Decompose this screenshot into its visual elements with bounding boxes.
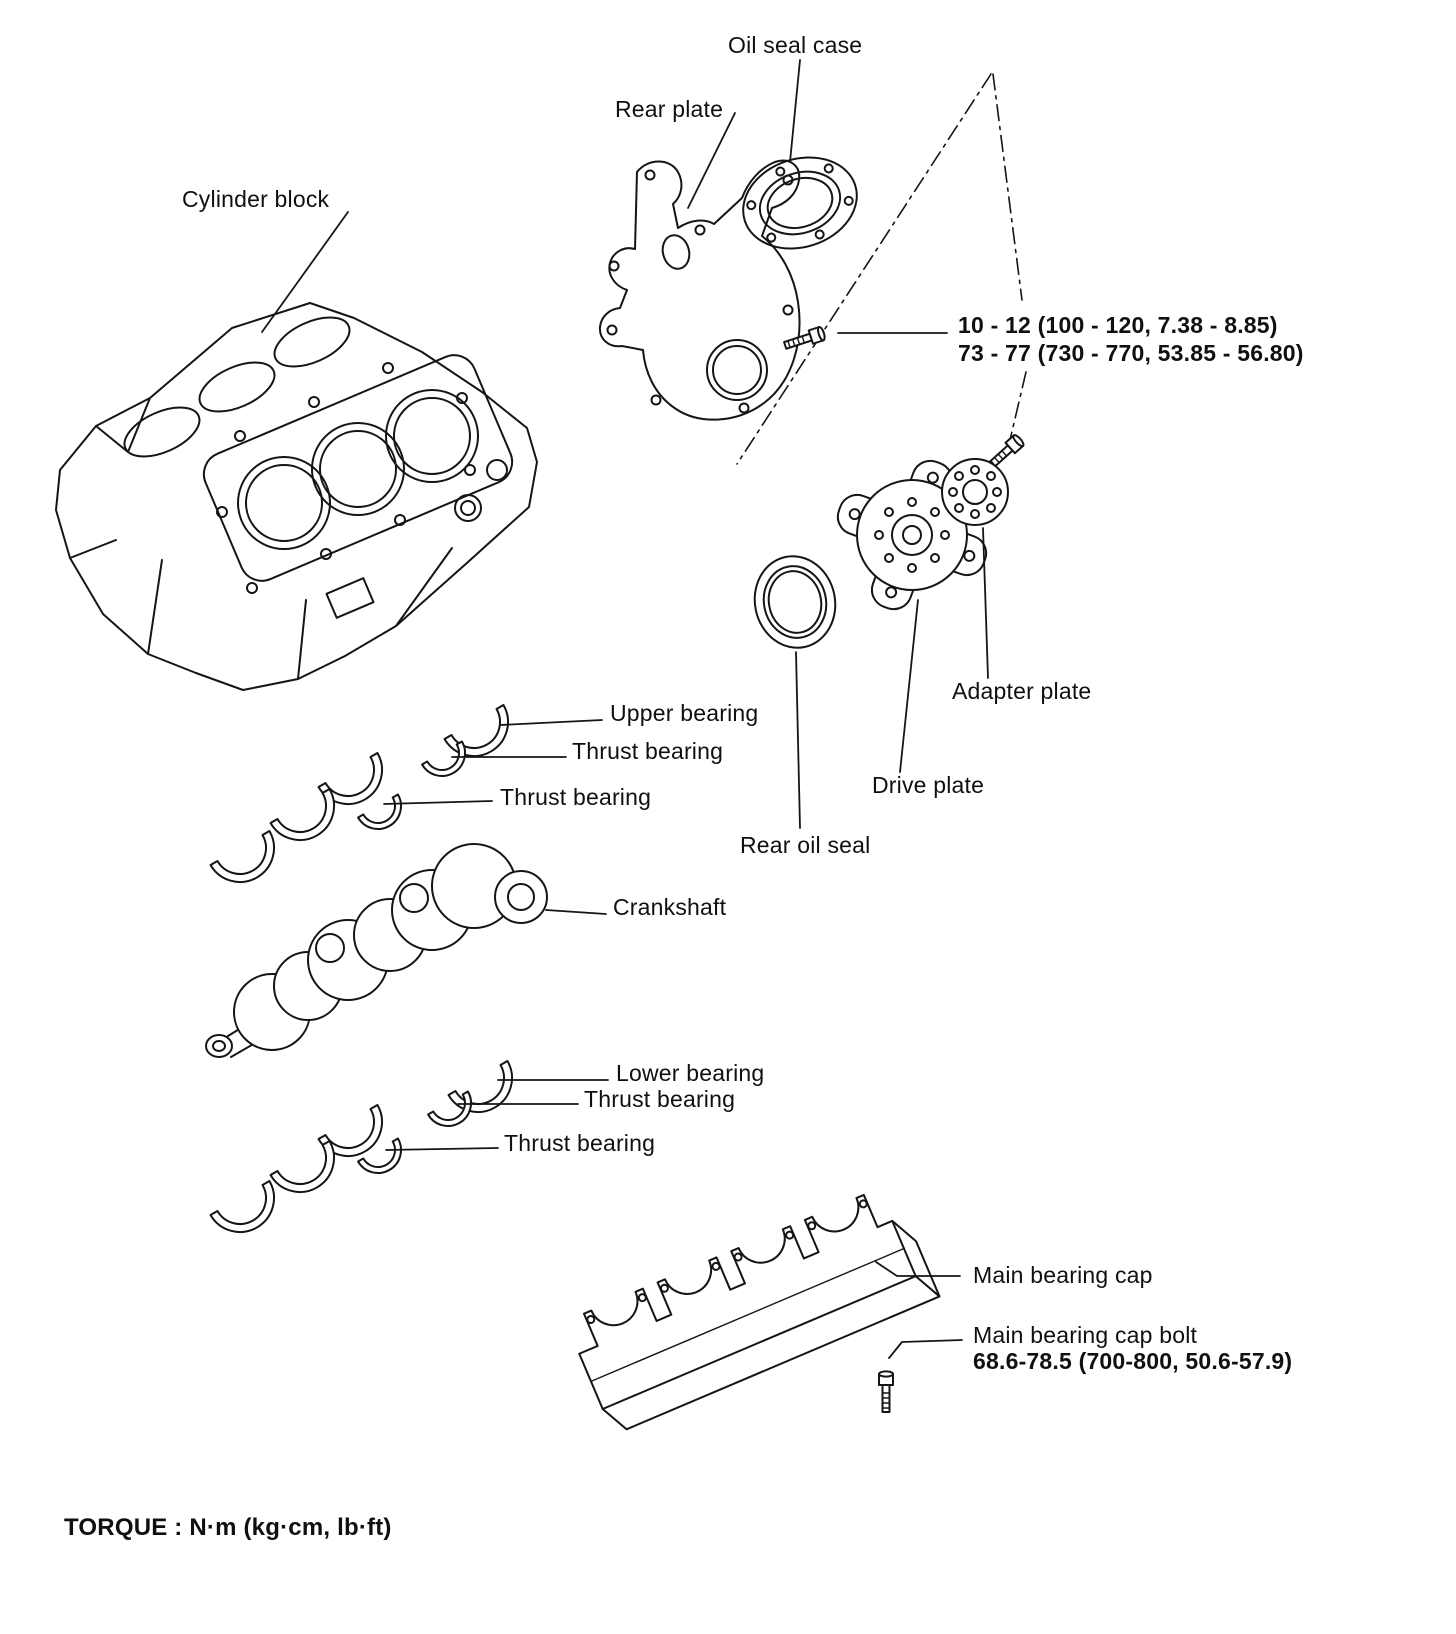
main-bearing-cap-bolt-drawing	[878, 1370, 894, 1413]
crankshaft-drawing	[205, 843, 548, 1058]
label-rear-plate: Rear plate	[615, 96, 724, 122]
centerline-dashdot	[736, 73, 1027, 465]
label-crankshaft: Crankshaft	[613, 894, 727, 920]
label-torque-drive-plate-bolt: 73 - 77 (730 - 770, 53.85 - 56.80)	[958, 340, 1304, 366]
oil-seal-case-drawing	[742, 156, 858, 250]
torque-note: TORQUE : N·m (kg·cm, lb·ft)	[64, 1514, 392, 1541]
label-thrust-bearing-upper-2: Thrust bearing	[500, 784, 652, 810]
label-torque-rear-plate-bolt: 10 - 12 (100 - 120, 7.38 - 8.85)	[958, 312, 1278, 338]
label-main-bearing-cap: Main bearing cap	[973, 1262, 1153, 1288]
label-upper-bearing: Upper bearing	[610, 700, 759, 726]
label-thrust-bearing-lower-1: Thrust bearing	[584, 1086, 736, 1112]
label-lower-bearing: Lower bearing	[616, 1060, 765, 1086]
label-drive-plate: Drive plate	[872, 772, 985, 798]
label-torque-main-bearing-cap-bolt: 68.6-78.5 (700-800, 50.6-57.9)	[973, 1348, 1293, 1374]
rear-plate-bolt	[782, 325, 827, 354]
drive-plate-drawing	[836, 459, 988, 611]
label-cylinder-block: Cylinder block	[182, 186, 330, 212]
label-main-bearing-cap-bolt: Main bearing cap bolt	[973, 1322, 1198, 1348]
label-thrust-bearing-upper-1: Thrust bearing	[572, 738, 724, 764]
rear-plate-drawing	[598, 159, 801, 421]
label-rear-oil-seal: Rear oil seal	[740, 832, 871, 858]
rear-oil-seal-drawing	[753, 555, 837, 649]
adapter-plate-drawing	[941, 458, 1009, 526]
label-oil-seal-case: Oil seal case	[728, 32, 863, 58]
cylinder-block-drawing	[55, 302, 538, 691]
lower-bearings-drawing	[209, 1060, 526, 1246]
label-thrust-bearing-lower-2: Thrust bearing	[504, 1130, 656, 1156]
label-adapter-plate: Adapter plate	[952, 678, 1092, 704]
leader-lines	[261, 59, 989, 1359]
main-bearing-cap-drawing	[578, 1193, 941, 1431]
